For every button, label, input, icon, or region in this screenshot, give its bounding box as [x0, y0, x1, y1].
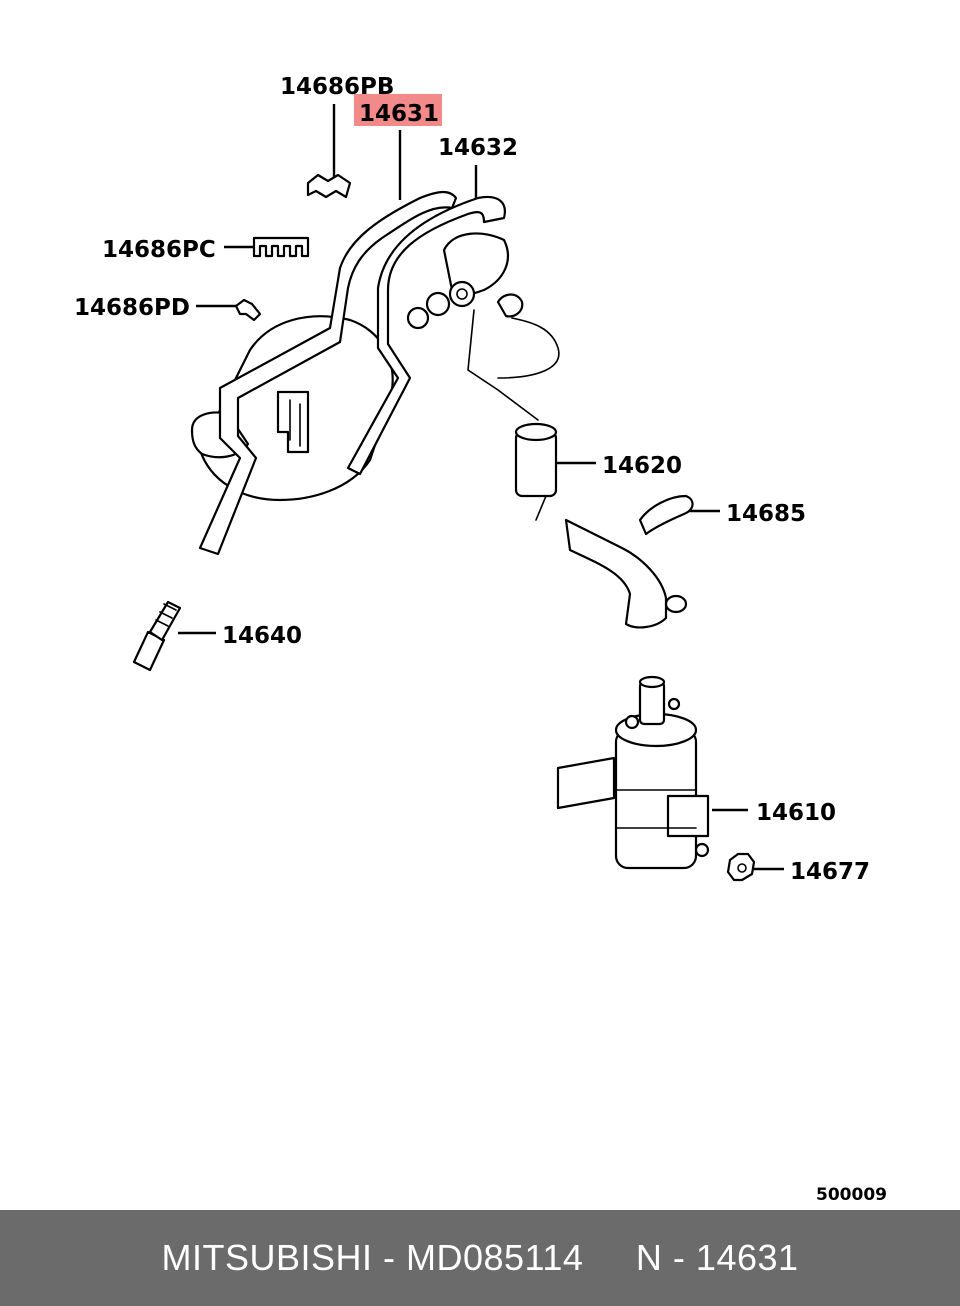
nut-14677 [726, 852, 756, 882]
callout-14632[interactable]: 14632 [438, 135, 518, 161]
callout-14620[interactable]: 14620 [602, 453, 682, 479]
callout-14686PC[interactable]: 14686PC [102, 237, 216, 263]
callout-14686PB[interactable]: 14686PB [280, 74, 394, 100]
callout-14631[interactable]: 14631 [359, 101, 439, 127]
ht-lead-boot [564, 518, 688, 629]
callout-14677[interactable]: 14677 [790, 859, 870, 885]
suppressor-14620 [467, 309, 558, 521]
ignition-coil-14610 [556, 675, 710, 870]
footer-part-reference: MITSUBISHI - MD085114 N - 14631 [161, 1237, 799, 1278]
callout-14610[interactable]: 14610 [756, 800, 836, 826]
diagram-code: 500009 [816, 1185, 887, 1205]
callout-14640[interactable]: 14640 [222, 623, 302, 649]
footer-bar: MITSUBISHI - MD085114 N - 14631 [0, 1210, 960, 1306]
clip-14686PD [234, 298, 262, 322]
holder-14686PC [252, 236, 310, 258]
parts-diagram: 14686PB 14631 14632 14686PC 14686PD 1462… [74, 74, 887, 1205]
ignition-cables [198, 190, 506, 556]
leader-lines [178, 104, 784, 871]
callout-14685[interactable]: 14685 [726, 501, 806, 527]
cable-connector [406, 232, 560, 379]
spark-plug-14640 [132, 600, 182, 672]
clip-14686PB [306, 173, 352, 199]
highlight-box-14631 [354, 94, 442, 126]
callout-14686PD[interactable]: 14686PD [74, 295, 190, 321]
clip-14685 [638, 494, 694, 536]
